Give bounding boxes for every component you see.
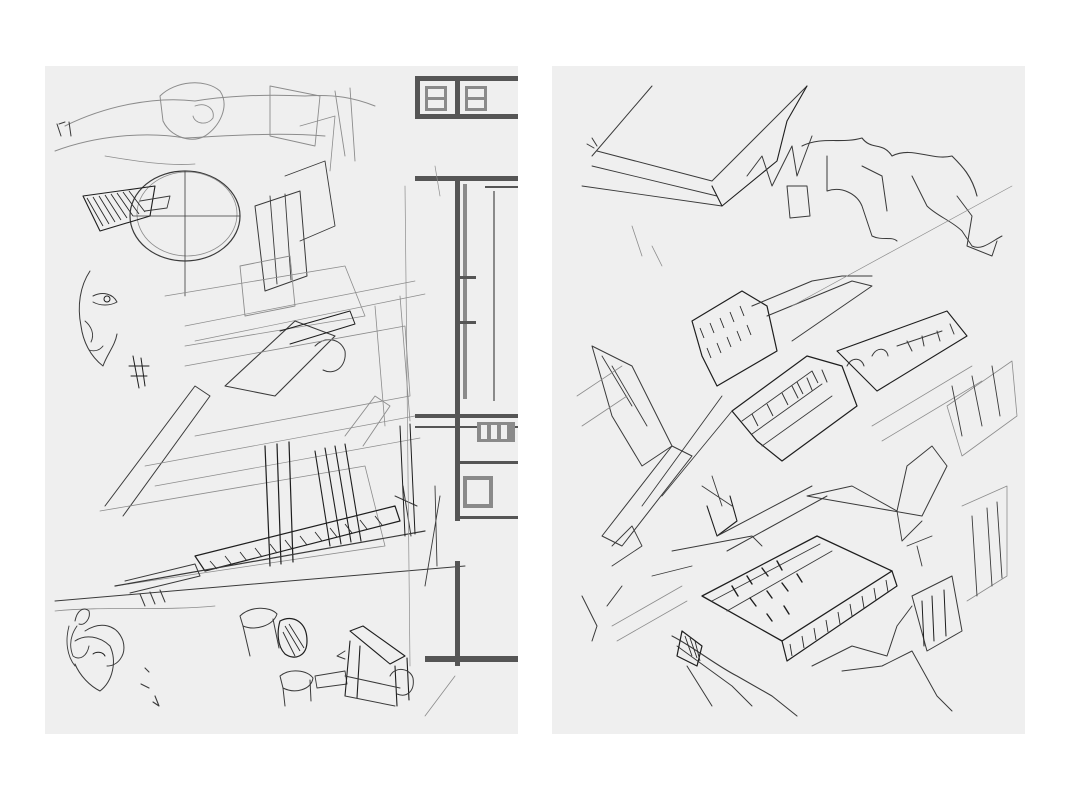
perspective-sketch bbox=[99, 295, 421, 587]
tower-sketch bbox=[164, 115, 426, 347]
furniture-sketches bbox=[239, 607, 414, 707]
top-scribbles bbox=[54, 82, 376, 165]
building-section-sketch bbox=[54, 395, 466, 612]
sketch-sheet-right bbox=[552, 66, 1025, 734]
floor-plan-fragment bbox=[404, 76, 518, 717]
top-landscape-sketch bbox=[581, 85, 1003, 267]
bottom-detail-sketches bbox=[66, 608, 160, 707]
perspective-lines-sketch bbox=[601, 185, 1018, 577]
face-profile-sketch bbox=[78, 270, 150, 389]
courtyard-building-sketch bbox=[581, 485, 1008, 717]
sketch-sheet-left bbox=[45, 66, 518, 734]
dome-sketch bbox=[82, 170, 241, 297]
building-facade-sketches bbox=[576, 275, 968, 467]
left-sketch-drawing bbox=[54, 76, 518, 717]
right-sketch-drawing bbox=[576, 85, 1018, 717]
